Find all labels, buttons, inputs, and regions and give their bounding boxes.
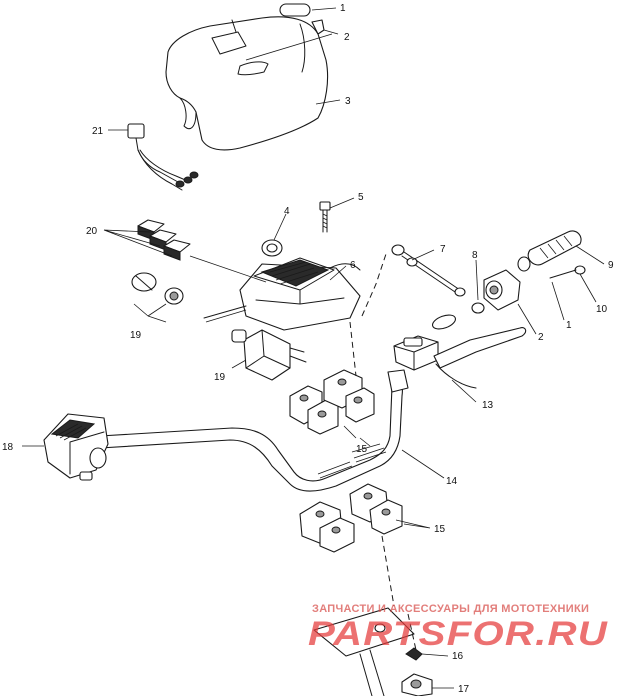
callout-15-top: 15 bbox=[356, 444, 368, 455]
nut-part bbox=[471, 302, 485, 314]
callout-15-bottom: 15 bbox=[434, 524, 446, 535]
callout-2-top: 2 bbox=[344, 32, 350, 43]
assembly-lines bbox=[349, 253, 417, 651]
grip-part bbox=[517, 230, 582, 272]
grommet-part bbox=[261, 239, 283, 257]
callout-14: 14 bbox=[446, 476, 458, 487]
callout-16: 16 bbox=[452, 651, 464, 662]
brake-lever-part bbox=[393, 314, 527, 389]
watermark: ЗАПЧАСТИ И АКСЕССУАРЫ ДЛЯ МОТОТЕХНИКИ PA… bbox=[308, 603, 609, 653]
callout-19-top: 19 bbox=[130, 330, 142, 341]
callout-18: 18 bbox=[2, 442, 14, 453]
callout-8: 8 bbox=[472, 250, 478, 261]
upper-clamp-part bbox=[289, 369, 375, 435]
callout-10: 10 bbox=[596, 304, 608, 315]
callout-7: 7 bbox=[440, 244, 446, 255]
switch-knob-part bbox=[131, 272, 184, 305]
headlight-cover-part bbox=[165, 16, 329, 151]
throttle-housing-part bbox=[483, 269, 521, 311]
left-control-part bbox=[43, 413, 109, 481]
callout-6: 6 bbox=[350, 260, 356, 271]
callout-1-right: 1 bbox=[566, 320, 572, 331]
callout-19-bottom: 19 bbox=[214, 372, 226, 383]
callout-5: 5 bbox=[358, 192, 364, 203]
kill-switch-part bbox=[231, 329, 307, 381]
watermark-brand: PARTSFOR.RU bbox=[308, 615, 609, 653]
set-screw-part bbox=[549, 265, 586, 279]
leader-lines bbox=[22, 7, 605, 689]
callout-21: 21 bbox=[92, 126, 104, 137]
lower-clamp-part bbox=[299, 483, 403, 553]
steering-plate-part bbox=[313, 607, 415, 696]
callout-labels: 1 2 3 21 5 4 20 7 6 8 9 10 1 2 19 19 13 … bbox=[2, 3, 614, 695]
lens-part bbox=[279, 3, 311, 17]
watermark-tagline: ЗАПЧАСТИ И АКСЕССУАРЫ ДЛЯ МОТОТЕХНИКИ bbox=[312, 603, 589, 615]
switch-housing-part bbox=[203, 257, 361, 331]
callout-2-right: 2 bbox=[538, 332, 544, 343]
mount-bolt-part bbox=[391, 244, 466, 297]
callout-13: 13 bbox=[482, 400, 494, 411]
switch-buttons-part bbox=[137, 219, 191, 261]
wire-connector-part bbox=[127, 123, 199, 191]
screw-part bbox=[319, 201, 331, 233]
clamp-collar-part bbox=[401, 673, 433, 696]
callout-3: 3 bbox=[345, 96, 351, 107]
callout-17: 17 bbox=[458, 684, 470, 695]
handlebar-part bbox=[99, 369, 409, 492]
callout-9: 9 bbox=[608, 260, 614, 271]
callout-20: 20 bbox=[86, 226, 98, 237]
callout-4: 4 bbox=[284, 206, 290, 217]
callout-1-top: 1 bbox=[340, 3, 346, 14]
